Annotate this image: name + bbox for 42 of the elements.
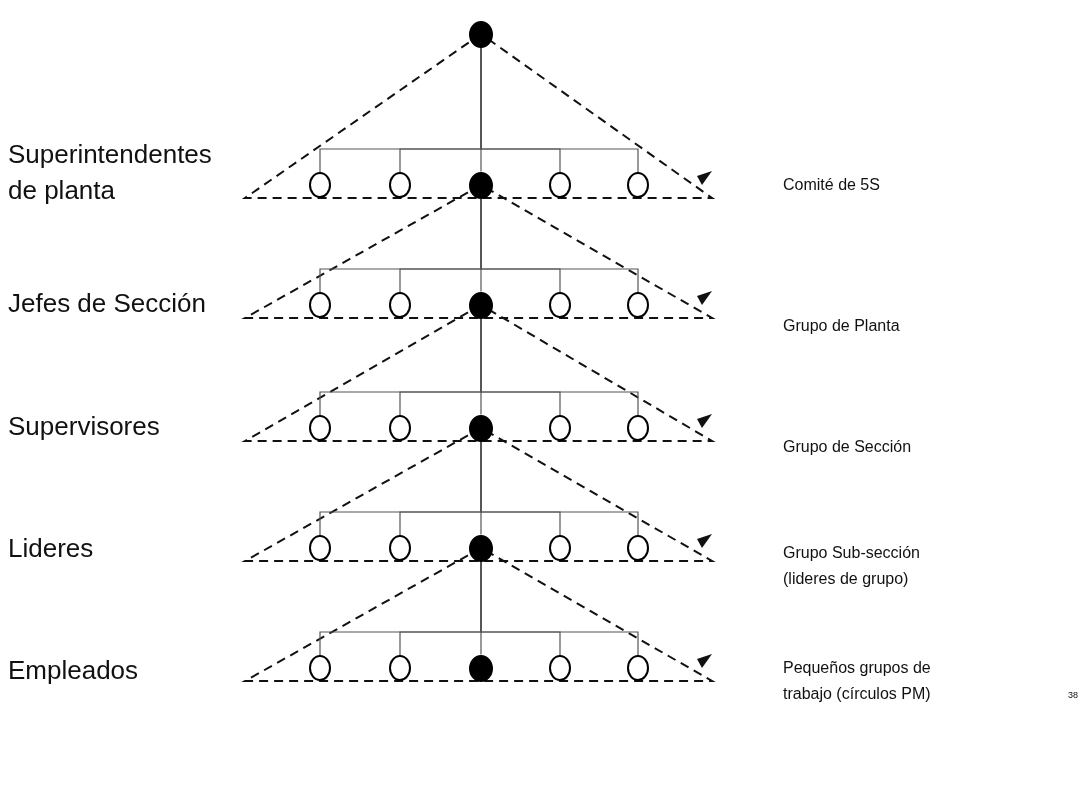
group-label: Grupo de Sección [783,437,913,457]
open-circle [549,535,571,561]
open-circle [549,655,571,681]
open-circle [309,292,331,318]
filled-circle [469,171,493,199]
open-circle [309,535,331,561]
group-label: Comité de 5S [783,175,881,195]
level-label: Lideres [8,532,95,565]
level-label: Empleados [8,654,140,687]
open-circle [627,535,649,561]
open-circle [389,292,411,318]
connector-line [480,317,639,416]
open-circle [549,292,571,318]
level-label: Supervisores [8,410,161,443]
open-circle [549,415,571,441]
open-circle [309,415,331,441]
filled-circle [469,414,493,442]
connector-line [480,46,639,173]
open-circle [389,655,411,681]
level-label: Jefes de Sección [8,287,207,320]
group-label: Grupo Sub-sección (lideres de grupo) [783,543,921,589]
open-circle [309,655,331,681]
level-label: Superintendentes de planta [8,138,213,208]
filled-circle [469,534,493,562]
open-circle [627,655,649,681]
open-circle [309,172,331,198]
connector-line [480,440,639,536]
open-circle [389,415,411,441]
connector-line [480,197,639,293]
filled-circle [469,291,493,319]
open-circle [389,172,411,198]
page-number: 38 [1068,690,1079,701]
open-circle [627,292,649,318]
connector-line [480,560,639,656]
filled-circle [469,20,493,48]
open-circle [389,535,411,561]
filled-circle [469,654,493,682]
group-label: Pequeños grupos de trabajo (círculos PM) [783,658,932,704]
open-circle [627,172,649,198]
group-label: Grupo de Planta [783,316,901,336]
open-circle [549,172,571,198]
open-circle [627,415,649,441]
